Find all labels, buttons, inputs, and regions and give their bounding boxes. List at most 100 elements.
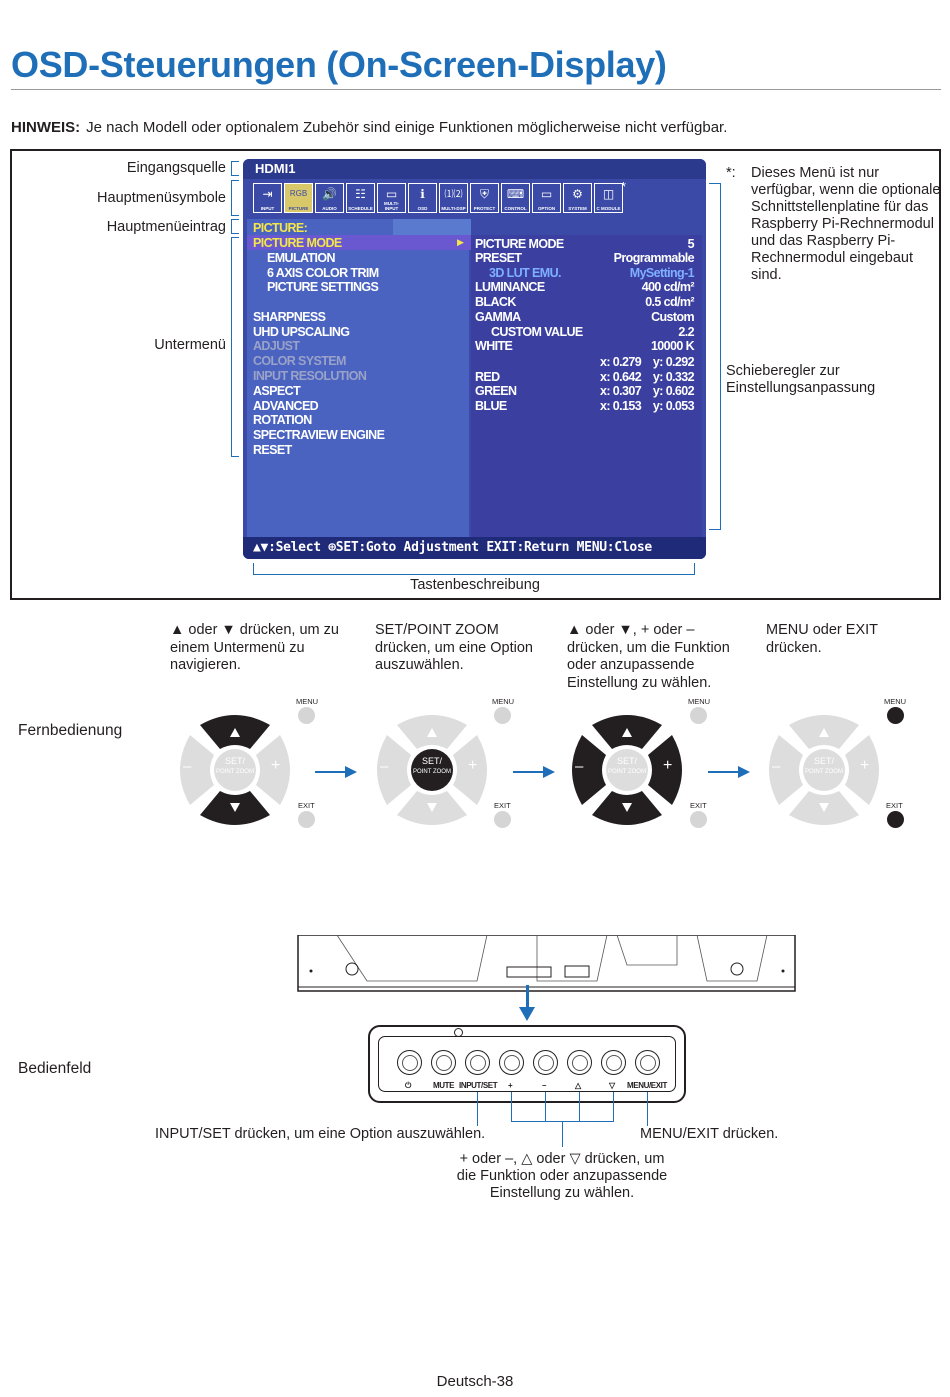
red-y: y: 0.332 [652,370,695,384]
exit-label: EXIT [494,801,511,810]
osd-item-aspect[interactable]: ASPECT [253,384,301,398]
osd-item-advanced[interactable]: ADVANCED [253,399,319,413]
schedule-icon[interactable]: ☷SCHEDULE [346,183,375,213]
leader-line [477,1092,478,1126]
panel-desc-menu: MENU/EXIT drücken. [640,1126,779,1142]
remote-dpad-1[interactable] [176,711,294,829]
bracket-icons [231,180,239,216]
exit-button[interactable] [494,811,511,828]
plus-label: + [860,757,870,774]
power-button[interactable] [397,1050,422,1075]
up-button[interactable] [567,1050,592,1075]
osd-right-label: WHITE [475,339,513,353]
exit-label: EXIT [886,801,903,810]
control-icon[interactable]: ⌨CONTROL [501,183,530,213]
up-triangle-icon: △ [575,1081,581,1090]
osd-item-reset[interactable]: RESET [253,443,292,457]
remote-step-1: ▲ oder ▼ drücken, um zu einem Untermenü … [170,622,339,673]
input-set-label: INPUT/SET [459,1081,498,1090]
osd-right-label: BLUE [475,399,507,413]
plus-button[interactable] [499,1050,524,1075]
bracket-slider [709,183,721,530]
osd-right-label: PRESET [475,251,522,265]
set-label-2: SET/POINT ZOOM [413,756,451,776]
osd-key-description: ▲▼:Select ⊕SET:Goto Adjustment EXIT:Retu… [243,537,706,559]
plus-label: + [468,757,478,774]
minus-button[interactable] [533,1050,558,1075]
minus-label: – [772,758,781,775]
system-icon[interactable]: ⚙SYSTEM [563,183,592,213]
osd-item-6axis[interactable]: 6 AXIS COLOR TRIM [267,266,379,280]
callout-main-entry: Hauptmenüeintrag [106,219,226,235]
arrow-right-icon [513,771,543,773]
plus-label: + [271,757,281,774]
osd-right-value: 400 cd/m² [641,280,695,294]
osd-item-picture-settings[interactable]: PICTURE SETTINGS [267,280,379,294]
mute-button[interactable] [431,1050,456,1075]
osd-item-uhd-upscaling[interactable]: UHD UPSCALING [253,325,350,339]
osd-right-label: GAMMA [475,310,521,324]
arrow-right-icon [315,771,345,773]
osd-right-label: RED [475,370,500,384]
up-down-icon: ▲▼ [253,540,269,555]
remote-dpad-3[interactable] [568,711,686,829]
control-panel-inner [378,1036,676,1092]
menu-button[interactable] [887,707,904,724]
osd-right-value: 0.5 cd/m² [645,295,694,309]
osd-right-value: MySetting-1 [629,266,695,280]
multi-dsp-icon[interactable]: ⑴⑵MULTI-DSP [439,183,468,213]
option-icon[interactable]: ▭OPTION [532,183,561,213]
minus-label: – [380,758,389,775]
exit-button[interactable] [298,811,315,828]
remote-dpad-2[interactable] [373,711,491,829]
c-module-icon[interactable]: ◫C MODULE [594,183,623,213]
protect-icon[interactable]: ⛨PROTECT [470,183,499,213]
osd-item-emulation[interactable]: EMULATION [267,251,336,265]
leader-line [562,1121,563,1147]
minus-label: – [183,758,192,775]
power-icon: ⏻ [405,1081,411,1090]
down-triangle-icon: ▽ [609,1081,615,1090]
exit-button[interactable] [887,811,904,828]
down-button[interactable] [601,1050,626,1075]
menu-button[interactable] [690,707,707,724]
exit-label: EXIT [298,801,315,810]
bracket-entry [231,219,239,234]
osd-item-spectraview[interactable]: SPECTRAVIEW ENGINE [253,428,385,442]
note: HINWEIS:Je nach Modell oder optionalem Z… [11,119,727,136]
bracket-submenu [231,237,239,457]
menu-label: MENU [688,697,711,706]
osd-item-picture-mode[interactable]: PICTURE MODE [253,236,342,250]
leader-line [511,1092,512,1122]
red-x: x: 0.642 [600,370,642,384]
exit-label: EXIT [690,801,707,810]
osd-left-pane [247,219,469,537]
osd-right-value: Custom [651,310,695,324]
green-x: x: 0.307 [600,384,642,398]
callout-submenu: Untermenü [154,337,226,353]
osd-item-input-resolution: INPUT RESOLUTION [253,369,367,383]
input-set-button[interactable] [465,1050,490,1075]
plus-label: + [663,757,673,774]
menu-button[interactable] [298,707,315,724]
menu-exit-button[interactable] [635,1050,660,1075]
multi-input-icon[interactable]: ▭MULTI-INPUT [377,183,406,213]
osd-item-sharpness[interactable]: SHARPNESS [253,310,326,324]
menu-button[interactable] [494,707,511,724]
osd-item-rotation[interactable]: ROTATION [253,413,312,427]
remote-step-2: SET/POINT ZOOM drücken, um eine Option a… [375,622,533,673]
exit-button[interactable] [690,811,707,828]
osd-menu-title: PICTURE: [253,221,308,235]
remote-dpad-4[interactable] [765,711,883,829]
arrow-down-icon [519,1007,535,1021]
mute-label: MUTE [433,1081,455,1090]
note-label: HINWEIS: [11,119,81,136]
input-icon[interactable]: ⇥INPUT [253,183,282,213]
minus-label: – [575,758,584,775]
audio-icon[interactable]: 🔊AUDIO [315,183,344,213]
remote-step-4: MENU oder EXIT drücken. [766,622,878,656]
footnote: Dieses Menü ist nur verfügbar, wenn die … [751,165,941,283]
